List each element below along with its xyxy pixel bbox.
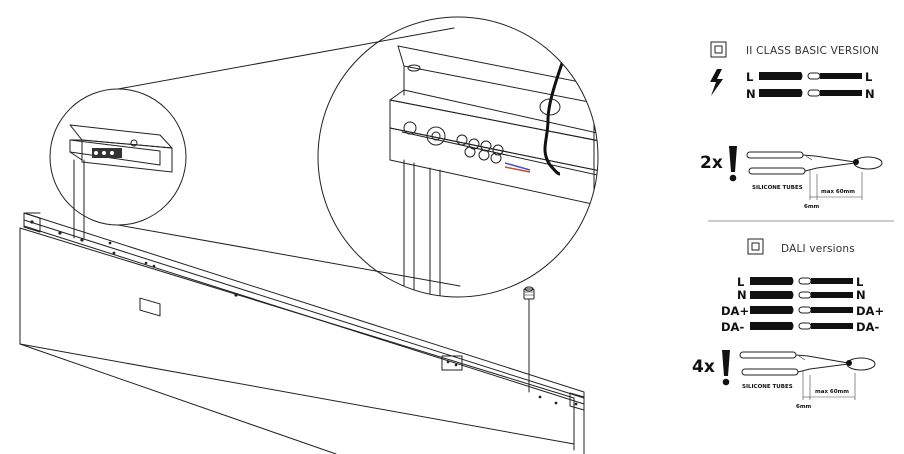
rail-holes: [30, 220, 578, 406]
luminaire-panel: [19, 227, 575, 445]
double-square-icon: [747, 238, 764, 255]
tube-multiplier: 4x: [692, 357, 715, 377]
silicone-tube-drawing: [746, 151, 883, 200]
wire-label-left: L: [737, 275, 745, 289]
exclamation-icon: [722, 350, 730, 386]
tube-multiplier: 2x: [700, 153, 723, 173]
double-square-icon: [710, 41, 727, 58]
wire-label-right: L: [856, 275, 864, 289]
detail-callout-small: [49, 88, 187, 226]
wire-row: N N: [737, 288, 866, 302]
wire-row: N N: [746, 87, 875, 101]
silicone-tubes-label: SILICONE TUBES: [742, 384, 793, 390]
suspension-cable: [523, 286, 535, 393]
wire-label-right: DA+: [856, 304, 884, 318]
strip-label: 6mm: [804, 204, 820, 210]
wire-label-left: DA+: [721, 304, 749, 318]
wire-label-left: DA-: [721, 320, 744, 334]
strip-label: 6mm: [796, 404, 812, 410]
basic-version-section: II CLASS BASIC VERSION L L N N 2x: [700, 41, 883, 210]
luminaire-illustration: [19, 159, 585, 454]
wire-label-left: N: [737, 288, 747, 302]
wire-label-right: N: [856, 288, 866, 302]
exclamation-icon: [729, 146, 737, 182]
silicone-tubes-label: SILICONE TUBES: [752, 185, 803, 191]
rail-brackets: [139, 261, 463, 371]
wire-label-left: N: [746, 87, 756, 101]
silicone-tube-drawing: [739, 351, 876, 400]
wire-row: L L: [737, 275, 864, 289]
wire-row: DA- DA-: [721, 320, 879, 334]
detail-callout-large: [317, 16, 599, 298]
basic-version-title: II CLASS BASIC VERSION: [746, 45, 879, 57]
length-label: max 60mm: [821, 189, 855, 195]
length-label: max 60mm: [815, 389, 849, 395]
wire-row: DA+ DA+: [721, 304, 884, 318]
lightning-bolt-icon: [710, 69, 723, 96]
dali-version-title: DALI versions: [781, 243, 855, 255]
dali-version-section: DALI versions L L N N DA+ DA+ DA-: [692, 238, 884, 410]
wire-label-left: L: [746, 70, 754, 84]
wire-row: L L: [746, 70, 873, 84]
wire-label-right: DA-: [856, 320, 879, 334]
wire-label-right: L: [865, 70, 873, 84]
wire-label-right: N: [865, 87, 875, 101]
